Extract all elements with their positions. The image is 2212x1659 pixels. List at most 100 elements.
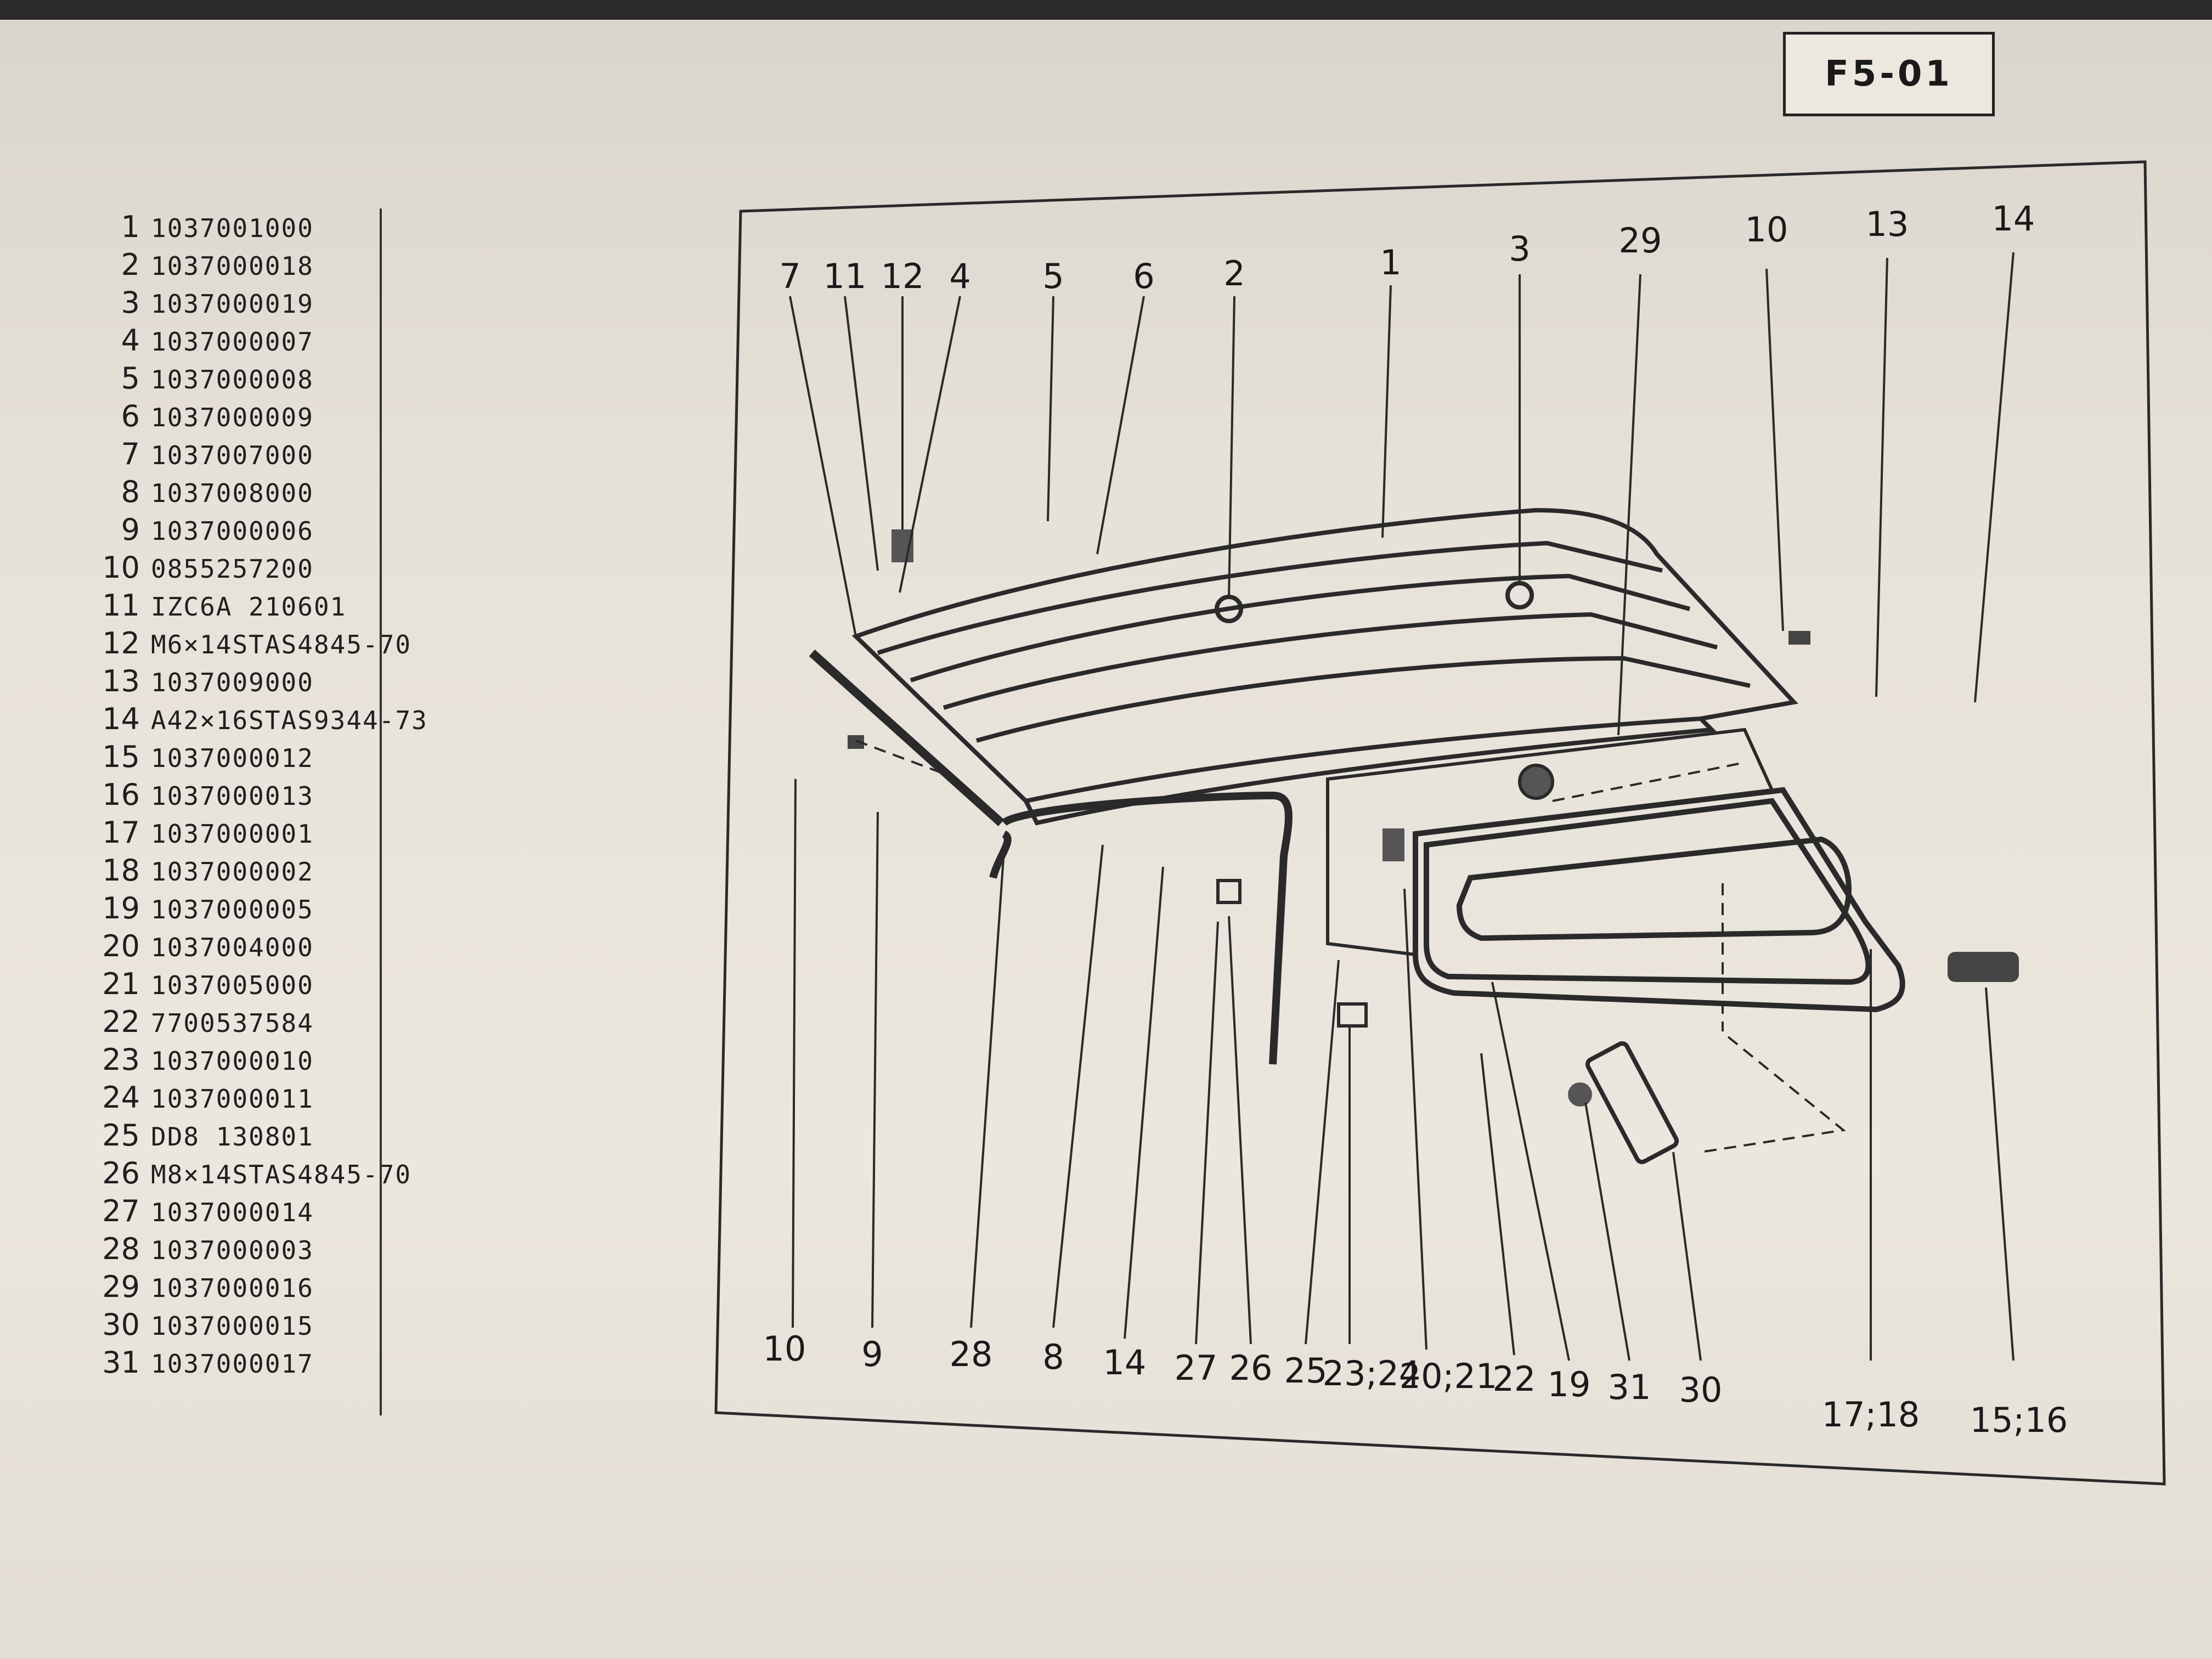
part-number: 23 [102,1042,140,1077]
part-code: 1037000015 [151,1311,314,1341]
part-code: 1037000002 [151,857,314,887]
callout-label: 4 [949,256,970,296]
part-code: 1037000013 [151,781,314,811]
part-number: 13 [102,664,140,698]
parts-row: 30 1037000015 [52,1307,436,1345]
parts-row: 6 1037000009 [52,399,436,437]
parts-list-divider [380,208,382,1415]
nut-23-24 [1337,1002,1368,1028]
page-code-box: F5-01 [1783,32,1995,116]
callout-label: 7 [779,256,800,296]
rear-window-assembly [1413,787,1905,1013]
part-number: 2 [121,247,140,282]
parts-row: 9 1037000006 [52,512,436,550]
clip-15-16 [1948,952,2019,982]
part-code: 1037005000 [151,970,314,1000]
parts-row: 22 7700537584 [52,1005,436,1042]
callout-label: 31 [1608,1367,1651,1407]
part-number: 22 [102,1005,140,1039]
callout-label: 5 [1042,256,1064,296]
part-number: 26 [102,1156,140,1190]
part-code: 1037000016 [151,1273,314,1303]
part-number: 12 [102,626,140,661]
front-seal-strip [989,830,1012,879]
part-code: 1037009000 [151,668,314,697]
parts-row: 31 1037000017 [52,1345,436,1383]
part-number: 8 [121,475,140,509]
callout-label: 28 [950,1334,993,1374]
part-code: 1037001000 [151,213,314,243]
part-code: 0855257200 [151,554,314,584]
callout-label: 9 [861,1334,883,1374]
hardtop-roof [851,507,1798,826]
callout-label: 30 [1679,1370,1723,1410]
parts-row: 21 1037005000 [52,967,436,1005]
part-number: 9 [121,512,140,547]
rear-seal-strip [1001,791,1293,1065]
part-code: 1037000014 [151,1198,314,1227]
bolt-26 [1383,828,1404,861]
part-code: 7700537584 [151,1008,314,1038]
parts-row: 13 1037009000 [52,664,436,702]
part-number: 25 [102,1118,140,1153]
part-code: 1037000017 [151,1349,314,1379]
callout-label: 6 [1133,256,1154,296]
part-number: 27 [102,1194,140,1228]
part-code: 1037000006 [151,516,314,546]
callout-label: 19 [1548,1364,1591,1404]
part-code: 1037000005 [151,895,314,924]
parts-row: 8 1037008000 [52,475,436,512]
callout-label: 14 [1103,1342,1147,1383]
part-number: 5 [121,361,140,396]
part-code: IZC6A 210601 [151,592,347,622]
parts-row: 11 IZC6A 210601 [52,588,436,626]
part-number: 21 [102,967,140,1001]
diagram-frame [714,160,2166,1486]
part-number: 31 [102,1345,140,1380]
plate-30 [1585,1041,1679,1164]
callout-label: 10 [763,1329,806,1369]
side-rail [809,650,1005,826]
parts-row: 15 1037000012 [52,740,436,777]
part-code: 1037000018 [151,251,314,281]
callout-label: 17;18 [1822,1395,1920,1435]
part-number: 15 [102,740,140,774]
part-number: 29 [102,1269,140,1304]
callout-label: 13 [1866,204,1909,244]
part-code: 1037008000 [151,478,314,508]
part-number: 10 [102,550,140,585]
parts-row: 19 1037000005 [52,891,436,929]
part-code: 1037000009 [151,403,314,432]
part-code: 1037000007 [151,327,314,357]
part-number: 30 [102,1307,140,1342]
part-number: 16 [102,777,140,812]
part-number: 14 [102,702,140,736]
part-number: 7 [121,437,140,471]
part-number: 19 [102,891,140,926]
screw-3 [1505,581,1534,610]
part-number: 6 [121,399,140,433]
part-number: 11 [102,588,140,623]
clip-27 [1216,879,1242,904]
part-code: DD8 130801 [151,1122,314,1152]
page-code: F5-01 [1825,54,1953,94]
part-code: 1037000001 [151,819,314,849]
callout-label: 26 [1229,1348,1273,1388]
callout-label: 27 [1175,1348,1218,1388]
part-code: 1037000012 [151,743,314,773]
part-number: 18 [102,853,140,888]
